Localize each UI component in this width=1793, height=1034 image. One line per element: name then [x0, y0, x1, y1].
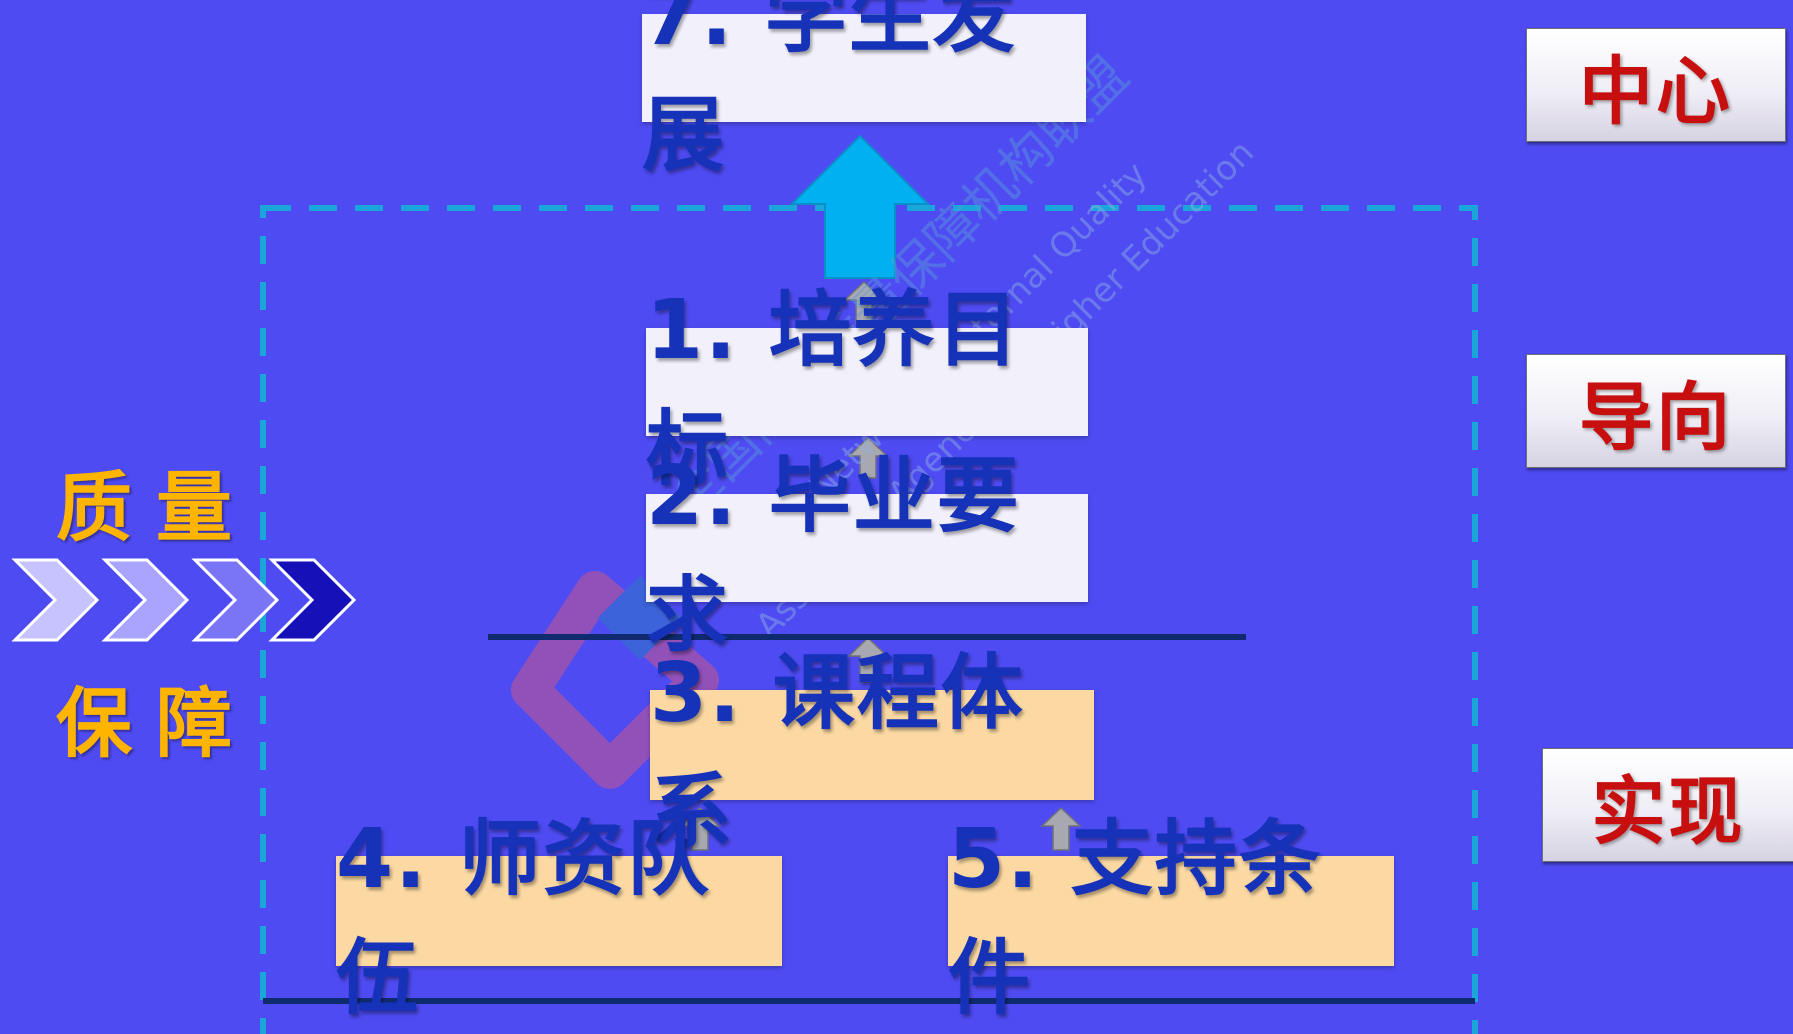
- box-curriculum-system: 3. 课程体系: [650, 646, 1094, 860]
- up-arrow-icon: [1040, 806, 1082, 851]
- box-faculty: 4. 师资队伍: [336, 812, 782, 1026]
- box-label: 3. 课程体系: [650, 646, 1025, 860]
- assurance-text: 保障: [56, 679, 256, 768]
- quality-text: 质量: [56, 463, 256, 552]
- box-label: 2. 毕业要求: [646, 449, 1021, 663]
- chevron-icon: [191, 558, 280, 642]
- label-orientation: 导向: [1526, 354, 1786, 468]
- small-arrows: [679, 280, 1082, 851]
- box-support-conditions: 5. 支持条件: [948, 812, 1394, 1026]
- up-arrow-icon: [847, 436, 889, 479]
- label-center: 中心: [1526, 28, 1786, 142]
- box-graduation-requirements: 2. 毕业要求: [646, 449, 1088, 663]
- quality-chevrons: [11, 558, 357, 642]
- big-up-arrow: [789, 134, 931, 279]
- box-label: 7. 学生发展: [642, 0, 1017, 183]
- box-student-development: 7. 学生发展: [642, 0, 1086, 183]
- divider-upper: [488, 634, 1246, 640]
- box-label: 4. 师资队伍: [336, 812, 711, 1026]
- label-text: 导向: [1579, 374, 1733, 461]
- box-training-goals: 1. 培养目标: [646, 283, 1088, 497]
- label-realization: 实现: [1542, 748, 1793, 862]
- divider-lower: [263, 998, 1475, 1004]
- label-text: 中心: [1579, 48, 1733, 135]
- chevron-icon: [11, 558, 100, 642]
- box-label: 1. 培养目标: [646, 283, 1021, 497]
- up-arrow-icon: [843, 280, 885, 325]
- up-arrow-icon: [679, 806, 721, 851]
- up-arrow-icon: [847, 636, 889, 683]
- chevron-icon: [268, 558, 357, 642]
- box-label: 5. 支持条件: [948, 812, 1323, 1026]
- label-text: 实现: [1591, 768, 1746, 855]
- chevron-icon: [101, 558, 190, 642]
